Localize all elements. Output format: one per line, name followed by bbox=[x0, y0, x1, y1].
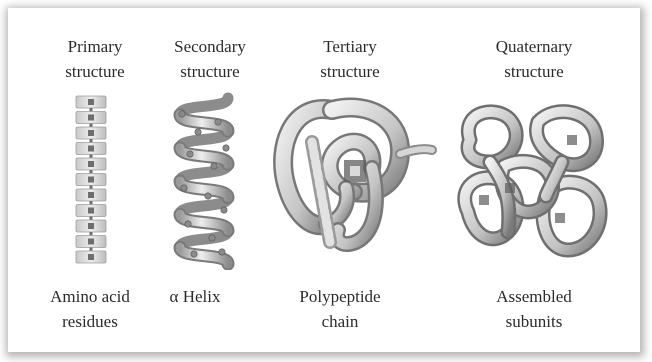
quaternary-title-line-2: structure bbox=[474, 59, 594, 84]
amino-acid-chain-icon bbox=[68, 92, 114, 270]
primary-structure-title: Primary structure bbox=[35, 34, 155, 84]
quaternary-structure-title: Quaternary structure bbox=[474, 34, 594, 84]
primary-title-line-1: Primary bbox=[35, 34, 155, 59]
secondary-caption-line-1: α Helix bbox=[125, 284, 265, 309]
quaternary-title-line-1: Quaternary bbox=[474, 34, 594, 59]
quaternary-caption: Assembled subunits bbox=[464, 284, 604, 334]
quaternary-caption-line-2: subunits bbox=[464, 309, 604, 334]
quaternary-assembly-icon bbox=[450, 100, 610, 265]
secondary-title-line-1: Secondary bbox=[150, 34, 270, 59]
secondary-caption: α Helix bbox=[125, 284, 265, 309]
tertiary-title-line-2: structure bbox=[290, 59, 410, 84]
tertiary-caption-line-1: Polypeptide bbox=[270, 284, 410, 309]
tertiary-title-line-1: Tertiary bbox=[290, 34, 410, 59]
alpha-helix-icon bbox=[168, 92, 240, 270]
secondary-structure-title: Secondary structure bbox=[150, 34, 270, 84]
primary-caption-line-2: residues bbox=[20, 309, 160, 334]
secondary-title-line-2: structure bbox=[150, 59, 270, 84]
primary-title-line-2: structure bbox=[35, 59, 155, 84]
tertiary-fold-icon bbox=[272, 92, 440, 270]
quaternary-caption-line-1: Assembled bbox=[464, 284, 604, 309]
tertiary-caption: Polypeptide chain bbox=[270, 284, 410, 334]
tertiary-caption-line-2: chain bbox=[270, 309, 410, 334]
tertiary-structure-title: Tertiary structure bbox=[290, 34, 410, 84]
